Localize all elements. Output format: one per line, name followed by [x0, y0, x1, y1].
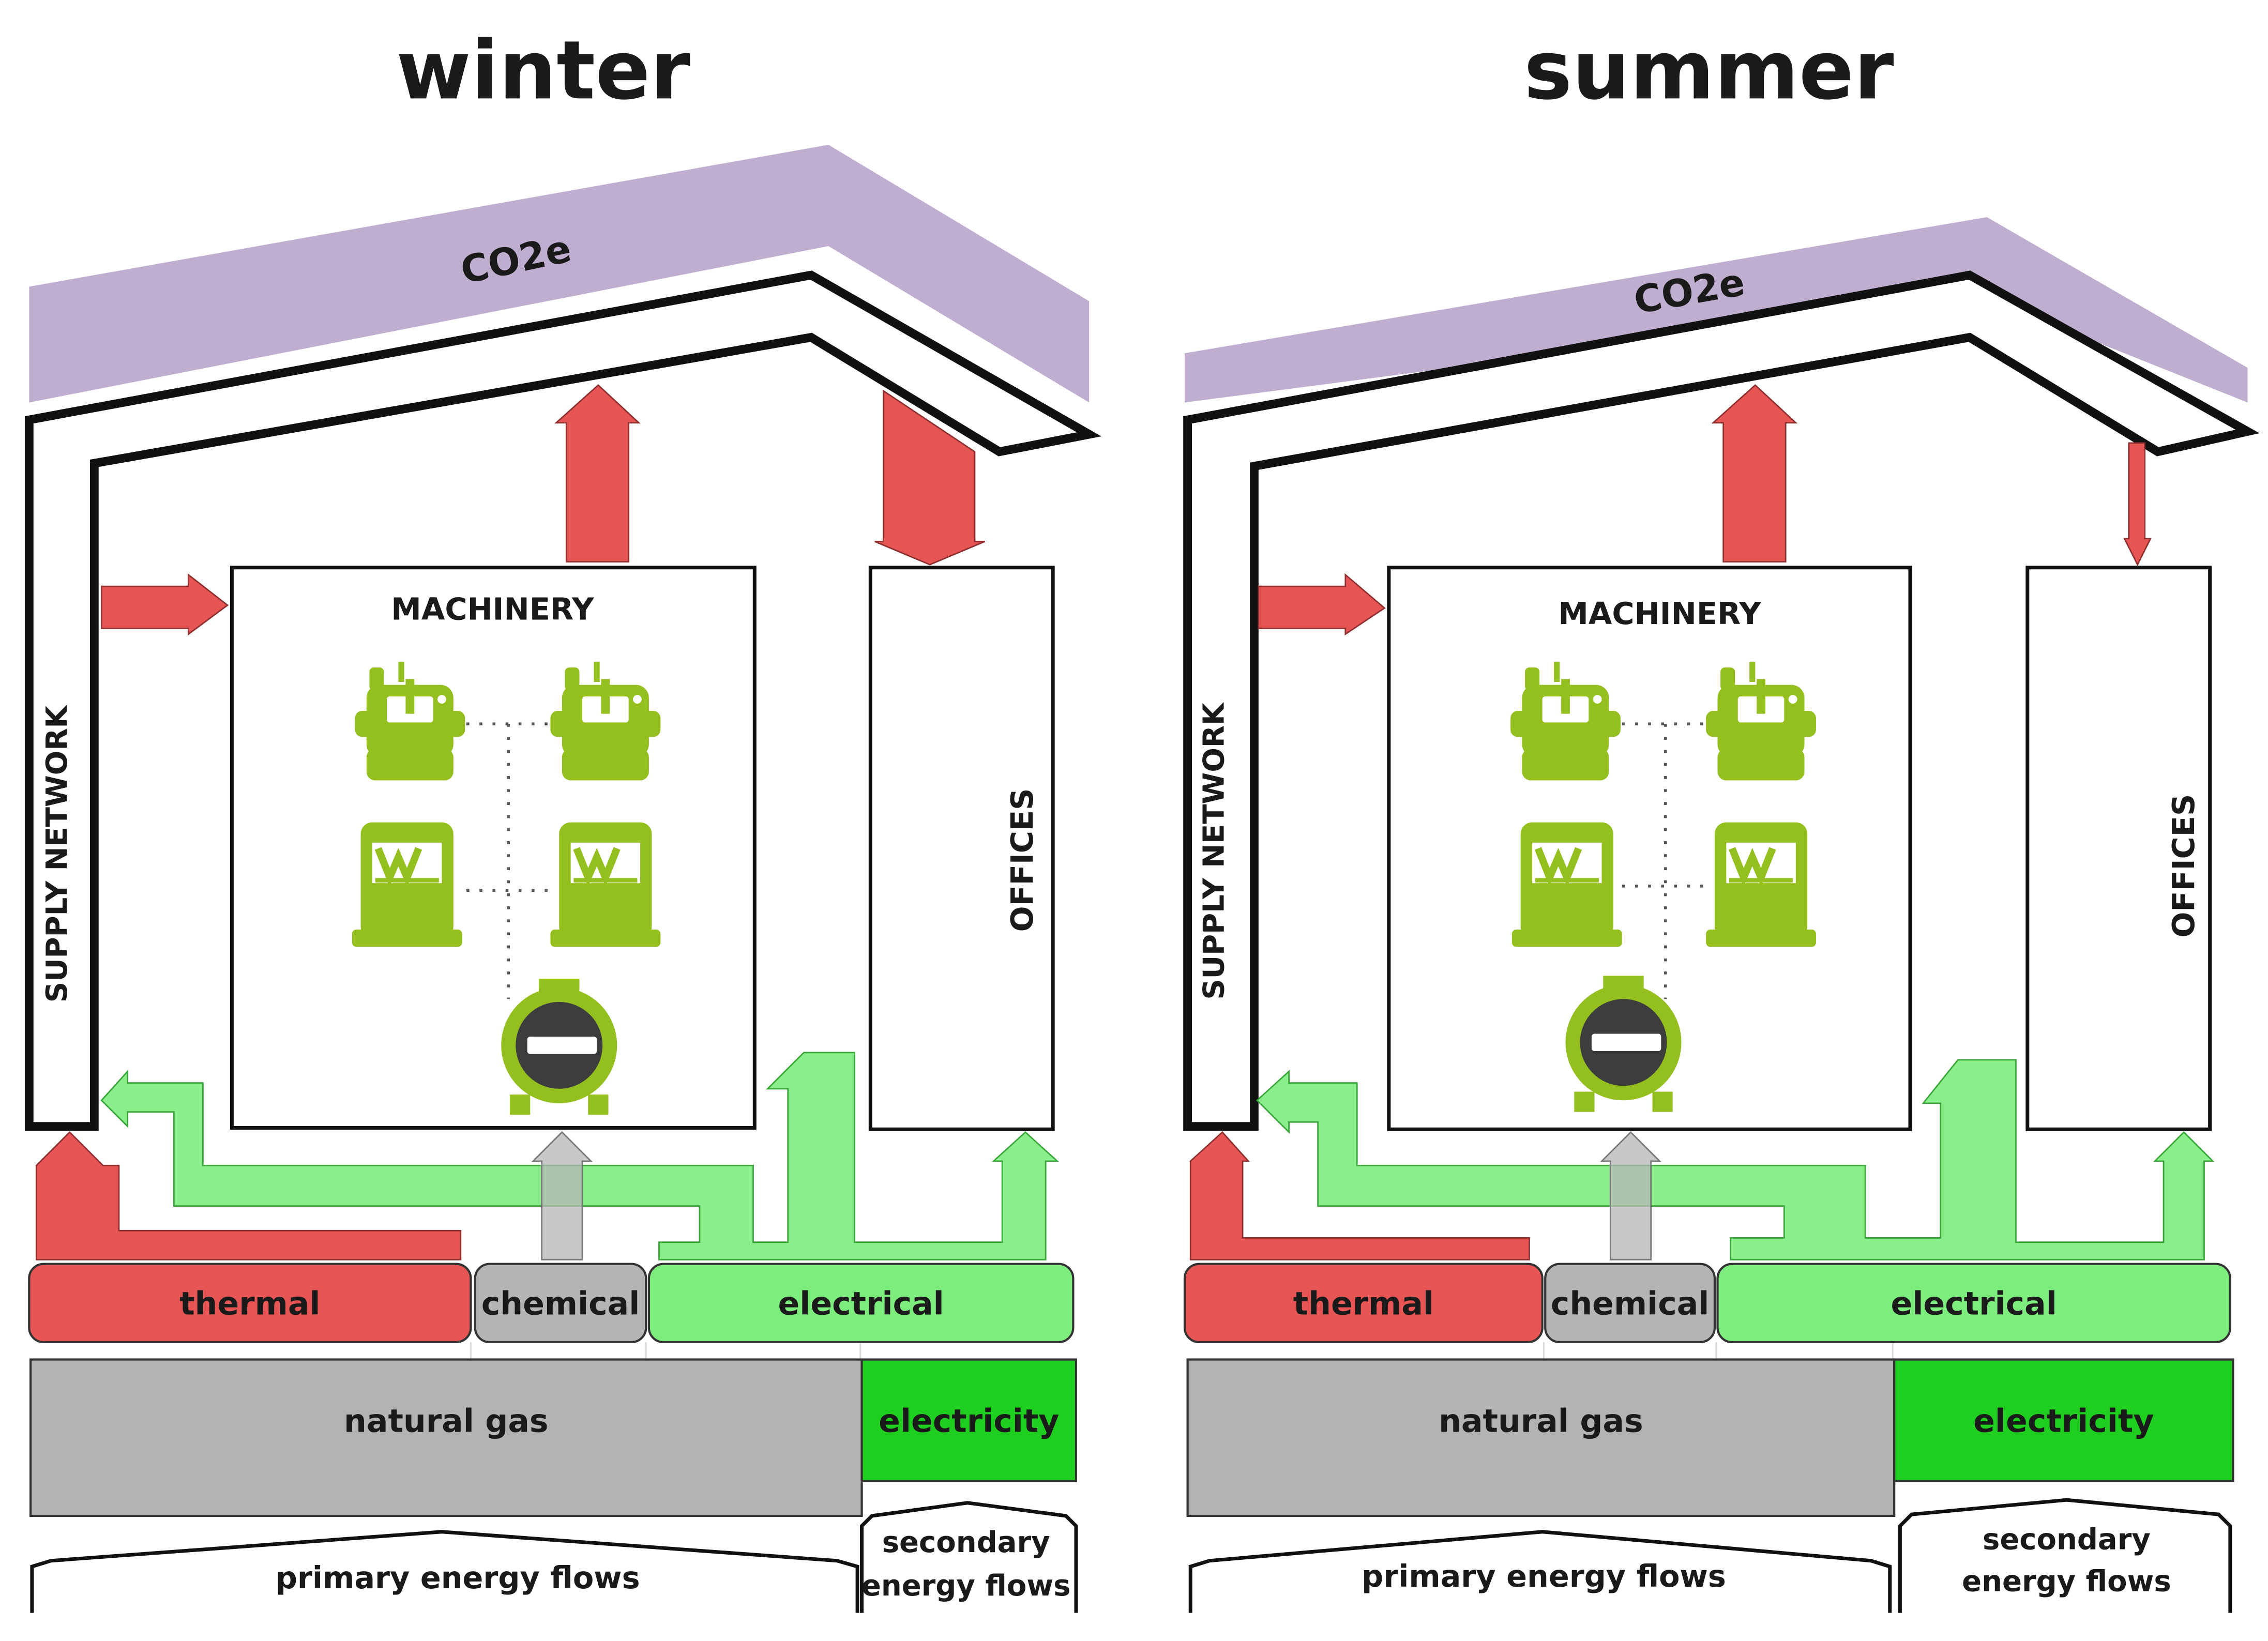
- offices-label: OFFICES: [2166, 794, 2201, 938]
- electricity-label: electricity: [1973, 1403, 2154, 1440]
- machinery-box: [230, 566, 757, 1130]
- thermal-bar: [28, 1263, 472, 1344]
- co2-band: [1185, 217, 2248, 403]
- offices-heat-arrow: [874, 389, 986, 566]
- supply-network-label: SUPPLY NETWORK: [1198, 702, 1231, 1000]
- supply-heat-arrow: [1258, 573, 1386, 636]
- natural-gas-block: [29, 1358, 863, 1517]
- supply-network-duct: [1183, 270, 2260, 1131]
- electrical-label: electrical: [1891, 1285, 2057, 1323]
- chemical-label: chemical: [481, 1285, 640, 1323]
- electrical-bar: [1716, 1263, 2231, 1344]
- machine-link-lines: [1622, 722, 1709, 999]
- secondary-flows-brace: [1898, 1498, 2232, 1613]
- electrical-flow-arrow: [1256, 1059, 2215, 1260]
- electrical-label: electrical: [778, 1285, 944, 1323]
- thermal-label: thermal: [179, 1285, 320, 1323]
- primary-flows-brace: [30, 1530, 859, 1613]
- offices-heat-arrow: [2123, 442, 2152, 567]
- panel-title: summer: [1524, 23, 1894, 117]
- chemical-flow-arrow: [1600, 1131, 1661, 1260]
- natural-gas-block: [1186, 1358, 1896, 1517]
- chemical-bar: [1544, 1263, 1716, 1344]
- thermal-flow-arrow: [1189, 1131, 1530, 1260]
- secondary-flows-label-line1: secondary: [1983, 1523, 2151, 1556]
- machine-link-lines: [466, 722, 548, 999]
- chemical-bar: [474, 1263, 647, 1344]
- primary-flows-label: primary energy flows: [1362, 1558, 1726, 1594]
- machinery-heat-exhaust-arrow: [554, 384, 641, 563]
- thermal-bar: [1183, 1263, 1544, 1344]
- press-machine-icon: [550, 823, 660, 947]
- press-machine-icon: [352, 823, 462, 947]
- thermal-flow-arrow: [35, 1131, 462, 1260]
- offices-box: [868, 566, 1055, 1131]
- electrical-bar: [647, 1263, 1075, 1344]
- press-machine-icon: [1512, 823, 1622, 947]
- chemical-flow-arrow: [531, 1131, 593, 1260]
- chemical-label: chemical: [1551, 1285, 1710, 1323]
- primary-flows-label: primary energy flows: [276, 1560, 640, 1596]
- offices-label: OFFICES: [1004, 788, 1040, 932]
- secondary-flows-brace: [860, 1501, 1078, 1613]
- electricity-block: [860, 1358, 1078, 1482]
- panel-title: winter: [396, 23, 690, 117]
- machinery-label: MACHINERY: [391, 591, 595, 627]
- press-machine-icon: [1706, 823, 1816, 947]
- secondary-flows-label-line1: secondary: [882, 1526, 1050, 1559]
- machinery-label: MACHINERY: [1558, 596, 1762, 631]
- secondary-flows-label-line2: energy flows: [1962, 1565, 2171, 1599]
- co2-band: [29, 145, 1090, 403]
- natural-gas-label: natural gas: [1439, 1403, 1643, 1440]
- supply-network-duct: [24, 270, 1101, 1131]
- thermal-label: thermal: [1293, 1285, 1434, 1323]
- offices-box: [2025, 566, 2212, 1131]
- electricity-label: electricity: [879, 1403, 1059, 1440]
- supply-heat-arrow: [100, 573, 229, 636]
- machinery-heat-exhaust-arrow: [1711, 384, 1798, 563]
- secondary-flows-label-line2: energy flows: [861, 1569, 1071, 1603]
- natural-gas-label: natural gas: [344, 1403, 549, 1440]
- electricity-block: [1893, 1358, 2234, 1482]
- primary-flows-brace: [1188, 1530, 1892, 1613]
- electrical-flow-arrow: [100, 1052, 1060, 1260]
- supply-network-label: SUPPLY NETWORK: [40, 705, 74, 1003]
